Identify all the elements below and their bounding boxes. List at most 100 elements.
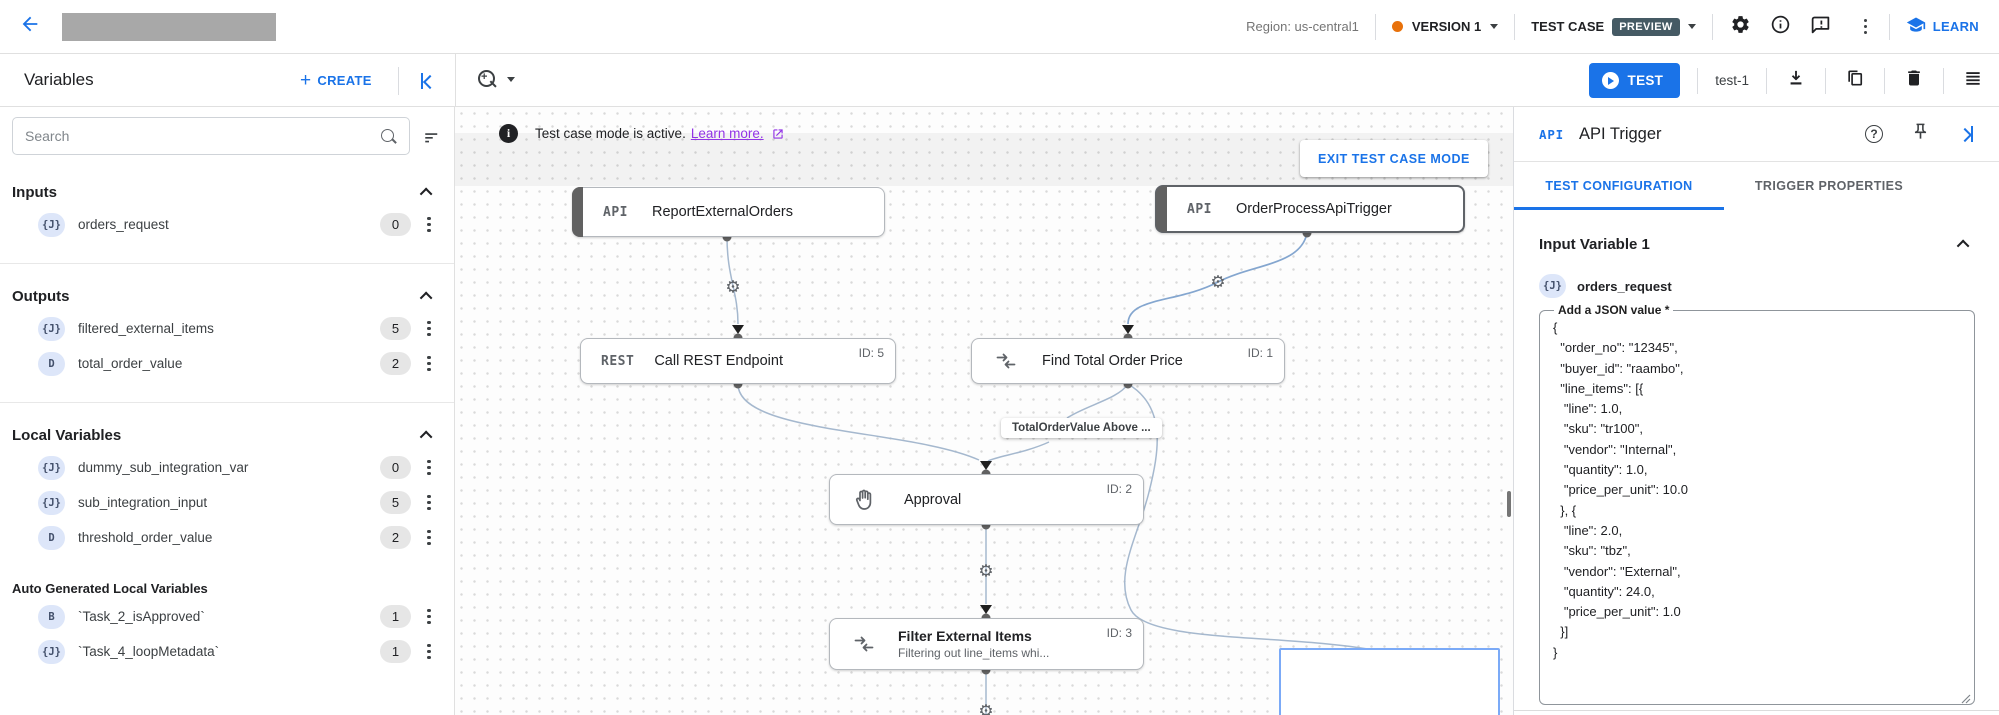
edge-menu-gear-icon[interactable]: ⚙ bbox=[978, 561, 994, 581]
usage-count-badge: 1 bbox=[380, 605, 411, 628]
top-bar: Region: us-central1 VERSION 1 TEST CASE … bbox=[0, 0, 1999, 54]
exit-test-case-mode-button[interactable]: EXIT TEST CASE MODE bbox=[1300, 140, 1488, 177]
edge-menu-gear-icon[interactable]: ⚙ bbox=[978, 701, 994, 715]
zoom-control[interactable]: + bbox=[477, 69, 515, 89]
duplicate-button[interactable] bbox=[1843, 69, 1867, 93]
integration-canvas[interactable]: i Test case mode is active. Learn more. … bbox=[455, 107, 1513, 715]
more-options-button[interactable] bbox=[1849, 15, 1873, 39]
node-order-process-api-trigger[interactable]: API OrderProcessApiTrigger bbox=[1155, 185, 1465, 233]
variable-search-box[interactable] bbox=[12, 117, 410, 155]
divider bbox=[1514, 13, 1516, 40]
test-button[interactable]: TEST bbox=[1588, 63, 1681, 98]
node-title: OrderProcessApiTrigger bbox=[1235, 201, 1392, 217]
boolean-type-icon: B bbox=[38, 604, 65, 629]
school-icon bbox=[1906, 15, 1926, 38]
variable-row[interactable]: B `Task_2_isApproved` 1 bbox=[12, 600, 438, 633]
collapse-panel-icon[interactable] bbox=[420, 73, 438, 89]
pin-button[interactable] bbox=[1907, 121, 1933, 147]
divider bbox=[0, 402, 454, 403]
usage-count-badge: 5 bbox=[380, 317, 411, 340]
learn-more-link[interactable]: Learn more. bbox=[690, 126, 764, 141]
divider bbox=[1697, 67, 1699, 94]
node-find-total-order-price[interactable]: Find Total Order Price ID: 1 bbox=[971, 338, 1285, 384]
api-trigger-panel: API API Trigger ? TEST CONFIGURATION TRI… bbox=[1513, 107, 1999, 715]
variable-row[interactable]: D total_order_value 2 bbox=[12, 347, 438, 380]
tab-trigger-properties[interactable]: TRIGGER PROPERTIES bbox=[1754, 179, 1904, 193]
json-value-text[interactable]: { "order_no": "12345", "buyer_id": "raam… bbox=[1553, 320, 1688, 660]
download-button[interactable] bbox=[1784, 69, 1808, 93]
kebab-menu-icon[interactable] bbox=[420, 458, 438, 478]
help-button[interactable]: ? bbox=[1861, 121, 1887, 147]
variable-row[interactable]: {J} orders_request 0 bbox=[12, 208, 438, 241]
feedback-button[interactable] bbox=[1809, 15, 1833, 39]
hand-approval-icon bbox=[852, 488, 876, 512]
gear-icon bbox=[1730, 14, 1751, 40]
create-variable-button[interactable]: + CREATE bbox=[300, 71, 372, 90]
node-selection-box[interactable] bbox=[1279, 648, 1500, 715]
node-report-external-orders[interactable]: API ReportExternalOrders bbox=[572, 187, 885, 237]
variable-row[interactable]: {J} sub_integration_input 5 bbox=[12, 486, 438, 519]
search-icon bbox=[380, 128, 397, 145]
variable-row[interactable]: {J} `Task_4_loopMetadata` 1 bbox=[12, 635, 438, 668]
kebab-menu-icon[interactable] bbox=[420, 319, 438, 339]
edge-condition-label[interactable]: TotalOrderValue Above ... bbox=[1001, 418, 1162, 438]
json-type-icon: {J} bbox=[38, 490, 65, 515]
variables-sidebar: Inputs {J} orders_request 0 Outputs bbox=[0, 107, 455, 715]
json-type-icon: {J} bbox=[38, 639, 65, 664]
node-call-rest-endpoint[interactable]: REST Call REST Endpoint ID: 5 bbox=[580, 338, 896, 384]
resize-handle-icon[interactable] bbox=[1961, 691, 1971, 704]
caret-down-icon bbox=[507, 76, 515, 82]
node-title: Find Total Order Price bbox=[1042, 353, 1183, 369]
kebab-menu-icon[interactable] bbox=[420, 354, 438, 374]
kebab-menu-icon[interactable] bbox=[420, 215, 438, 235]
json-value-field[interactable]: Add a JSON value * { "order_no": "12345"… bbox=[1539, 303, 1975, 705]
kebab-menu-icon[interactable] bbox=[420, 607, 438, 627]
kebab-menu-icon[interactable] bbox=[420, 493, 438, 513]
info-button[interactable] bbox=[1769, 15, 1793, 39]
variable-name: `Task_2_isApproved` bbox=[78, 609, 205, 624]
variable-name: dummy_sub_integration_var bbox=[78, 460, 249, 475]
variable-row[interactable]: D threshold_order_value 2 bbox=[12, 521, 438, 554]
node-approval[interactable]: Approval ID: 2 bbox=[829, 474, 1144, 525]
variable-row[interactable]: {J} filtered_external_items 5 bbox=[12, 312, 438, 345]
kebab-menu-icon[interactable] bbox=[420, 642, 438, 662]
usage-count-badge: 2 bbox=[380, 526, 411, 549]
version-status-dot bbox=[1391, 21, 1403, 32]
caret-down-icon bbox=[1687, 24, 1696, 29]
variable-name: orders_request bbox=[78, 217, 169, 232]
info-filled-icon: i bbox=[499, 124, 518, 143]
usage-count-badge: 0 bbox=[380, 456, 411, 479]
test-case-selector[interactable]: TEST CASE PREVIEW bbox=[1531, 17, 1696, 36]
divider bbox=[1711, 13, 1713, 40]
close-panel-button[interactable] bbox=[1953, 121, 1979, 147]
sort-icon[interactable] bbox=[422, 128, 442, 144]
node-id-badge: ID: 3 bbox=[1106, 626, 1132, 640]
api-chip: API bbox=[1187, 201, 1212, 217]
kebab-menu-icon[interactable] bbox=[420, 528, 438, 548]
json-type-icon: {J} bbox=[1539, 274, 1566, 298]
node-title: Approval bbox=[904, 491, 962, 508]
node-filter-external-items[interactable]: Filter External Items Filtering out line… bbox=[829, 618, 1144, 670]
edge-menu-gear-icon[interactable]: ⚙ bbox=[725, 277, 741, 297]
settings-button[interactable] bbox=[1729, 15, 1753, 39]
data-mapping-icon bbox=[994, 349, 1018, 373]
usage-count-badge: 2 bbox=[380, 352, 411, 375]
api-chip: API bbox=[603, 204, 628, 220]
variable-row[interactable]: {J} dummy_sub_integration_var 0 bbox=[12, 451, 438, 484]
edge-menu-gear-icon[interactable]: ⚙ bbox=[1210, 272, 1226, 292]
section-local-variables: Local Variables {J} dummy_sub_integratio… bbox=[0, 421, 454, 668]
input-variable-section-title: Input Variable 1 bbox=[1539, 236, 1650, 253]
version-selector[interactable]: VERSION 1 bbox=[1391, 19, 1499, 34]
back-button[interactable] bbox=[14, 11, 46, 43]
divider bbox=[1888, 13, 1890, 40]
test-button-label: TEST bbox=[1627, 73, 1664, 88]
test-case-name[interactable]: test-1 bbox=[1715, 73, 1749, 88]
log-menu-button[interactable] bbox=[1961, 69, 1985, 93]
delete-button[interactable] bbox=[1902, 69, 1926, 93]
tab-test-configuration[interactable]: TEST CONFIGURATION bbox=[1514, 162, 1724, 210]
canvas-scrollbar-thumb[interactable] bbox=[1507, 491, 1511, 517]
learn-button[interactable]: LEARN bbox=[1906, 15, 1979, 38]
search-input[interactable] bbox=[25, 128, 380, 144]
divider bbox=[1825, 67, 1826, 94]
